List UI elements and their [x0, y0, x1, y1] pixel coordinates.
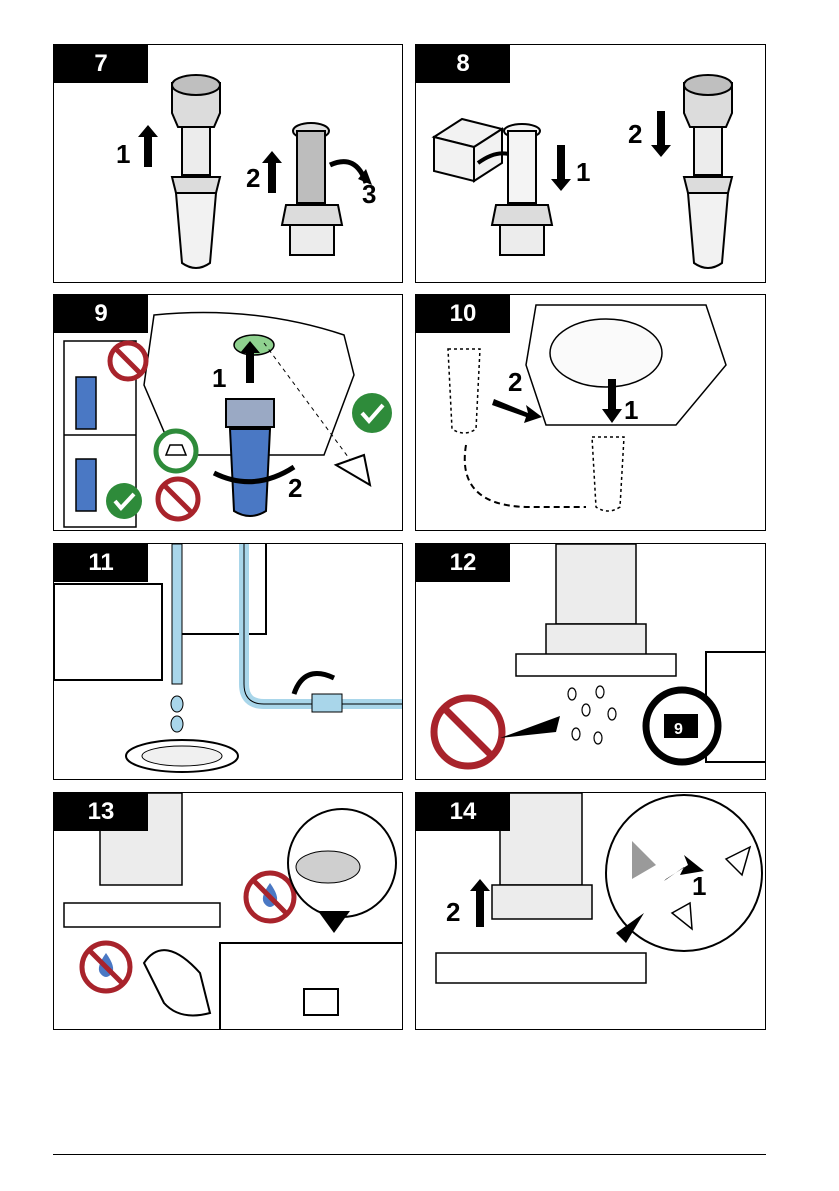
svg-text:2: 2: [288, 473, 302, 503]
step-14-panel: 14 2 1: [415, 792, 766, 1030]
glove-icon: [156, 431, 196, 471]
step-number: 10: [416, 295, 510, 333]
check-icon: [106, 483, 142, 519]
step-number: 9: [54, 295, 148, 333]
rotate-icon: 9: [646, 690, 718, 762]
step-11-panel: 11: [53, 543, 403, 780]
svg-text:1: 1: [212, 363, 226, 393]
prohibited-icon: [434, 698, 502, 766]
svg-text:2: 2: [446, 897, 460, 927]
prohibited-icon: [158, 479, 198, 519]
step-number: 11: [54, 544, 148, 582]
arrow-icon: [138, 125, 158, 167]
svg-text:2: 2: [628, 119, 642, 149]
step-13-panel: 13: [53, 792, 403, 1030]
svg-text:1: 1: [576, 157, 590, 187]
no-water-icon: [82, 943, 130, 991]
svg-text:1: 1: [624, 395, 638, 425]
step-8-panel: 8 1 2: [415, 44, 766, 283]
check-icon: [352, 393, 392, 433]
step-number: 7: [54, 45, 148, 83]
step-number: 8: [416, 45, 510, 83]
step-number: 12: [416, 544, 510, 582]
footer-rule: [53, 1154, 766, 1155]
svg-text:1: 1: [692, 871, 706, 901]
arrow-icon: [262, 151, 282, 193]
step-12-panel: 12 9: [415, 543, 766, 780]
step-9-panel: 9 1 2: [53, 294, 403, 531]
svg-text:2: 2: [508, 367, 522, 397]
no-water-icon: [246, 873, 294, 921]
svg-text:2: 2: [246, 163, 260, 193]
svg-text:9: 9: [674, 721, 683, 738]
step-number: 14: [416, 793, 510, 831]
svg-text:1: 1: [116, 139, 130, 169]
step-7-panel: 7 1 2 3: [53, 44, 403, 283]
prohibited-icon: [110, 343, 146, 379]
svg-text:3: 3: [362, 179, 376, 209]
step-10-panel: 10 2 1: [415, 294, 766, 531]
step-number: 13: [54, 793, 148, 831]
